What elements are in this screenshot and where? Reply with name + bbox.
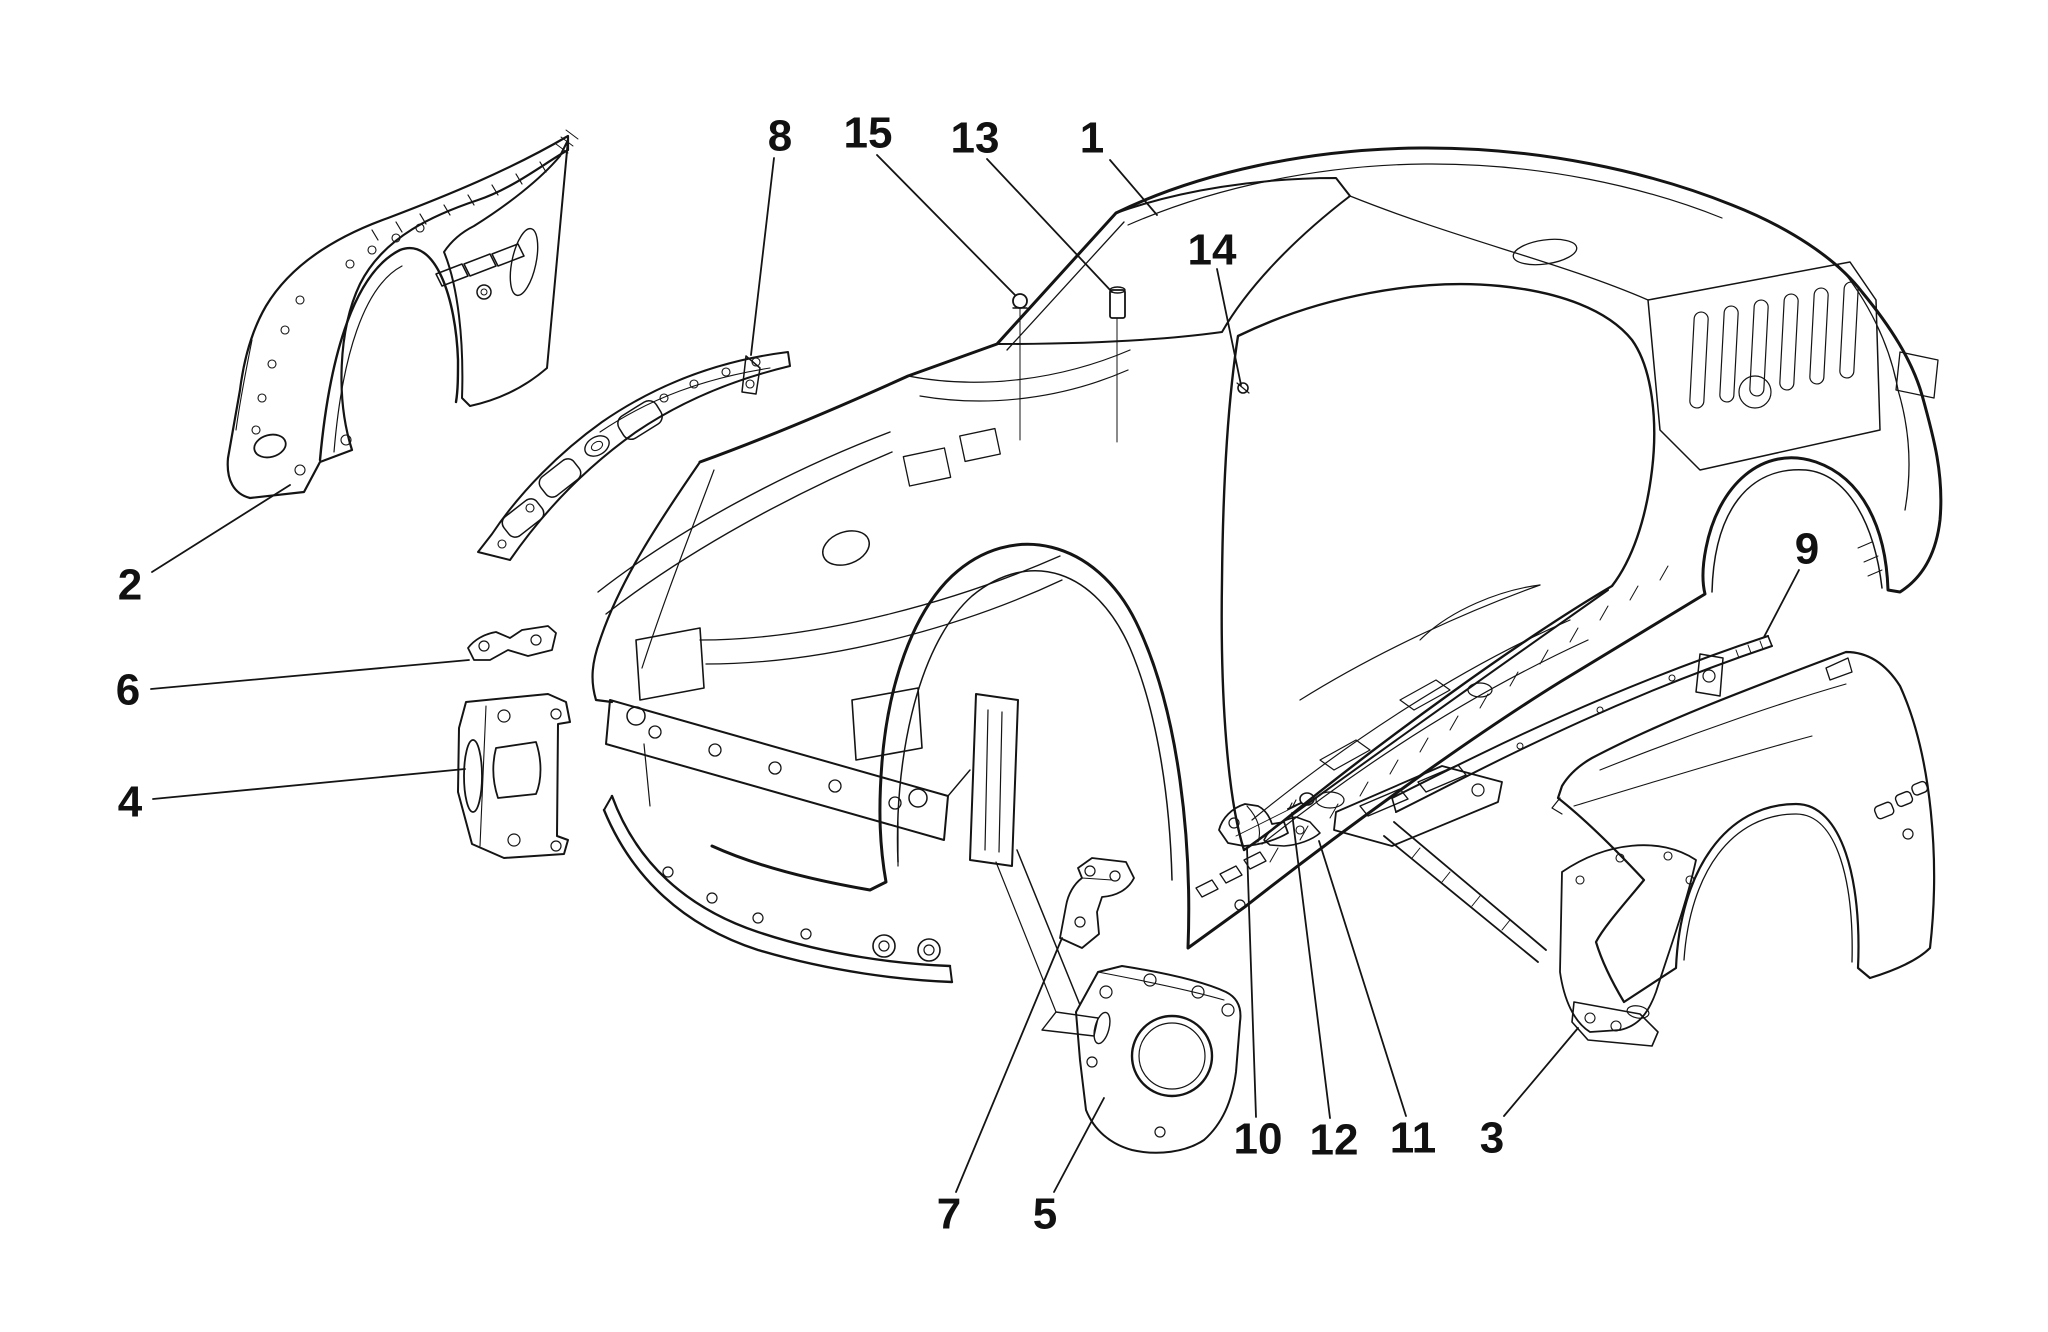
callout-leader-15: [876, 154, 1016, 296]
part-2-front-wheelhouse-drawing: [226, 129, 579, 500]
callout-leader-6: [150, 659, 470, 690]
callout-leader-12: [1291, 812, 1331, 1119]
callout-leader-9: [1763, 569, 1800, 638]
part-10-bracket-drawing: [1218, 803, 1289, 847]
part-3-fender-drawing: [1333, 650, 1936, 1047]
callout-leader-10: [1246, 847, 1257, 1118]
part-4-panel-drawing: [457, 693, 571, 859]
clip-15-ball-pin: [1012, 293, 1028, 441]
callout-leader-3: [1503, 1027, 1579, 1117]
part-11-bracket-drawing: [1263, 816, 1321, 847]
body-shell-drawing: [591, 146, 1943, 1037]
part-7-bracket-drawing: [1059, 857, 1135, 949]
callout-label-7: 7: [937, 1190, 961, 1239]
callout-label-4: 4: [118, 778, 143, 827]
part-5-closing-panel-drawing: [1075, 965, 1242, 1154]
callout-label-12: 12: [1310, 1116, 1359, 1165]
callout-leader-14: [1216, 268, 1242, 386]
part-9-sill-trim-drawing: [1391, 635, 1773, 813]
clip-14-grommet: [1236, 382, 1250, 394]
callout-leader-7: [955, 937, 1063, 1193]
callout-label-8: 8: [768, 112, 792, 161]
clip-13-plug: [1109, 286, 1126, 443]
callout-leader-1: [1109, 159, 1158, 216]
callout-label-2: 2: [118, 561, 142, 610]
callout-leader-4: [152, 768, 466, 800]
callout-label-15: 15: [844, 109, 893, 158]
callout-leader-8: [750, 157, 775, 356]
callout-label-9: 9: [1795, 525, 1819, 574]
callout-label-13: 13: [951, 114, 1000, 163]
callout-leader-5: [1053, 1097, 1105, 1193]
front-frame-drawing: [602, 627, 1019, 984]
callout-label-5: 5: [1033, 1190, 1057, 1239]
callout-label-1: 1: [1080, 114, 1104, 163]
callout-leader-13: [986, 158, 1113, 293]
part-6-bracket-drawing: [467, 625, 557, 661]
callout-label-11: 11: [1390, 1114, 1437, 1163]
callout-label-14: 14: [1188, 226, 1237, 275]
part-12-screw-drawing: [1235, 792, 1315, 837]
callout-label-3: 3: [1480, 1114, 1504, 1163]
callout-label-6: 6: [116, 666, 140, 715]
callout-leader-2: [151, 484, 291, 573]
part-8-cowl-trim-drawing: [477, 351, 791, 561]
callout-label-10: 10: [1234, 1115, 1283, 1164]
callout-leader-11: [1318, 840, 1407, 1117]
